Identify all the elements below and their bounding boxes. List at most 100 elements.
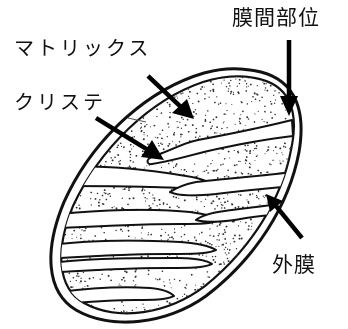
stipple-dot bbox=[279, 147, 281, 149]
stipple-dot bbox=[80, 195, 81, 196]
stipple-dot bbox=[78, 319, 79, 320]
stipple-dot bbox=[257, 295, 259, 297]
stipple-dot bbox=[177, 127, 178, 128]
stipple-dot bbox=[148, 270, 150, 272]
stipple-dot bbox=[201, 86, 203, 88]
stipple-dot bbox=[131, 148, 132, 149]
stipple-dot bbox=[240, 194, 242, 196]
stipple-dot bbox=[179, 77, 181, 79]
stipple-dot bbox=[144, 197, 145, 198]
stipple-dot bbox=[268, 301, 270, 303]
stipple-dot bbox=[292, 137, 293, 138]
stipple-dot bbox=[205, 241, 207, 243]
stipple-dot bbox=[238, 206, 240, 208]
stipple-dot bbox=[123, 146, 125, 148]
stipple-dot bbox=[73, 318, 75, 320]
stipple-dot bbox=[239, 121, 240, 122]
stipple-dot bbox=[55, 185, 57, 187]
stipple-dot bbox=[271, 117, 273, 119]
stipple-dot bbox=[153, 197, 154, 198]
stipple-dot bbox=[133, 146, 134, 147]
stipple-dot bbox=[274, 90, 276, 92]
stipple-dot bbox=[222, 289, 223, 290]
stipple-dot bbox=[185, 124, 187, 126]
stipple-dot bbox=[75, 141, 76, 142]
stipple-dot bbox=[111, 77, 113, 79]
stipple-dot bbox=[169, 112, 170, 113]
stipple-dot bbox=[69, 273, 70, 274]
stipple-dot bbox=[71, 152, 72, 153]
stipple-dot bbox=[54, 80, 56, 82]
stipple-dot bbox=[77, 318, 78, 319]
stipple-dot bbox=[110, 196, 112, 198]
stipple-dot bbox=[156, 89, 157, 90]
stipple-dot bbox=[126, 271, 128, 273]
stipple-dot bbox=[271, 234, 272, 235]
stipple-dot bbox=[249, 150, 251, 152]
stipple-dot bbox=[203, 302, 204, 303]
stipple-dot bbox=[60, 131, 62, 133]
stipple-dot bbox=[115, 108, 116, 109]
stipple-dot bbox=[223, 263, 225, 265]
stipple-dot bbox=[51, 134, 53, 136]
stipple-dot bbox=[284, 207, 285, 208]
stipple-dot bbox=[102, 203, 104, 205]
stipple-dot bbox=[119, 163, 121, 165]
stipple-dot bbox=[249, 270, 251, 272]
stipple-dot bbox=[292, 282, 294, 284]
stipple-dot bbox=[287, 280, 289, 282]
stipple-dot bbox=[257, 155, 258, 156]
stipple-dot bbox=[85, 281, 86, 282]
stipple-dot bbox=[223, 303, 224, 304]
stipple-dot bbox=[213, 90, 215, 92]
stipple-dot bbox=[84, 139, 86, 141]
stipple-dot bbox=[80, 278, 81, 279]
stipple-dot bbox=[238, 274, 239, 275]
stipple-dot bbox=[135, 284, 136, 285]
stipple-dot bbox=[252, 193, 253, 194]
stipple-dot bbox=[58, 175, 60, 177]
stipple-dot bbox=[262, 82, 263, 83]
stipple-dot bbox=[297, 286, 299, 288]
stipple-dot bbox=[295, 234, 297, 236]
stipple-dot bbox=[237, 86, 238, 87]
stipple-dot bbox=[169, 321, 171, 323]
stipple-dot bbox=[198, 101, 200, 103]
stipple-dot bbox=[177, 321, 178, 322]
stipple-dot bbox=[76, 207, 78, 209]
stipple-dot bbox=[273, 235, 275, 237]
stipple-dot bbox=[158, 199, 160, 201]
stipple-dot bbox=[173, 167, 174, 168]
stipple-dot bbox=[278, 89, 279, 90]
stipple-dot bbox=[162, 138, 163, 139]
stipple-dot bbox=[219, 264, 221, 266]
stipple-dot bbox=[258, 111, 259, 112]
stipple-dot bbox=[196, 93, 198, 95]
stipple-dot bbox=[252, 321, 253, 322]
stipple-dot bbox=[167, 102, 169, 104]
stipple-dot bbox=[168, 163, 170, 165]
stipple-dot bbox=[273, 150, 274, 151]
stipple-dot bbox=[141, 227, 143, 229]
stipple-dot bbox=[210, 81, 212, 83]
stipple-dot bbox=[254, 310, 255, 311]
stipple-dot bbox=[181, 117, 183, 119]
stipple-dot bbox=[181, 128, 182, 129]
stipple-dot bbox=[99, 278, 100, 279]
stipple-dot bbox=[264, 106, 266, 108]
stipple-dot bbox=[154, 200, 156, 202]
stipple-dot bbox=[241, 320, 243, 322]
stipple-dot bbox=[188, 96, 189, 97]
stipple-dot bbox=[96, 81, 97, 82]
stipple-dot bbox=[156, 108, 158, 110]
stipple-dot bbox=[224, 286, 225, 287]
stipple-dot bbox=[54, 198, 55, 199]
stipple-dot bbox=[285, 118, 287, 120]
stipple-dot bbox=[267, 171, 268, 172]
stipple-dot bbox=[146, 124, 147, 125]
stipple-dot bbox=[124, 188, 126, 190]
stipple-dot bbox=[269, 305, 271, 307]
stipple-dot bbox=[201, 321, 203, 323]
stipple-dot bbox=[107, 117, 109, 119]
stipple-dot bbox=[187, 310, 189, 312]
